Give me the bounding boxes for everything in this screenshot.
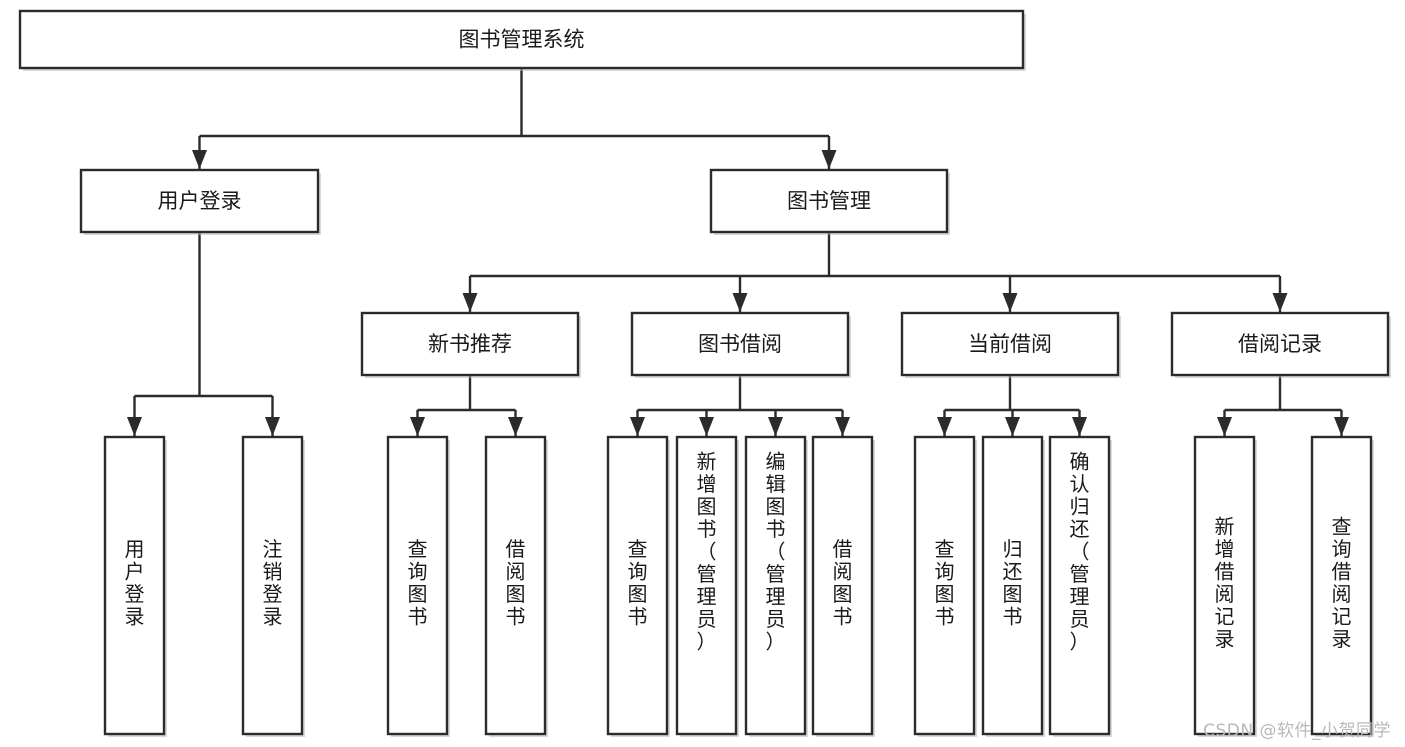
arrow-head-icon	[937, 417, 952, 436]
node-label: 图书借阅	[698, 332, 782, 356]
connectors-layer	[127, 68, 1349, 436]
node-label: 图书管理系统	[459, 28, 585, 52]
node-book-manage[interactable]: 图书管理	[709, 168, 950, 235]
node-new-book-rec[interactable]: 新书推荐	[360, 311, 581, 378]
node-label: 用户登录	[158, 189, 242, 213]
node-label: 查询图书	[408, 537, 428, 629]
node-label: 新书推荐	[428, 332, 512, 356]
watermark-text: CSDN @软件_小贺同学	[1203, 721, 1391, 741]
node-label: 查询图书	[935, 537, 955, 629]
arrow-head-icon	[127, 417, 142, 436]
arrow-head-icon	[732, 293, 748, 312]
node-leaf-query-record[interactable]: 查询借阅记录	[1310, 435, 1374, 737]
nodes-layer: 图书管理系统用户登录图书管理新书推荐图书借阅当前借阅借阅记录用户登录注销登录查询…	[18, 9, 1391, 737]
arrow-head-icon	[835, 417, 850, 436]
arrow-head-icon	[1272, 293, 1288, 312]
node-user-login[interactable]: 用户登录	[79, 168, 321, 235]
node-label: 确认归还（管理员）	[1070, 449, 1090, 653]
node-label: 新增借阅记录	[1215, 514, 1235, 651]
node-current-borrow[interactable]: 当前借阅	[900, 311, 1121, 378]
node-leaf-query-book-1[interactable]: 查询图书	[386, 435, 450, 737]
arrow-head-icon	[265, 417, 280, 436]
node-leaf-query-book-3[interactable]: 查询图书	[913, 435, 977, 737]
node-leaf-query-book-2[interactable]: 查询图书	[606, 435, 670, 737]
arrow-head-icon	[1005, 417, 1020, 436]
node-leaf-add-record[interactable]: 新增借阅记录	[1193, 435, 1257, 737]
node-leaf-borrow-book-1[interactable]: 借阅图书	[484, 435, 548, 737]
arrow-head-icon	[699, 417, 714, 436]
arrow-head-icon	[768, 417, 783, 436]
node-label: 借阅图书	[833, 537, 853, 629]
node-leaf-borrow-book-2[interactable]: 借阅图书	[811, 435, 875, 737]
node-leaf-user-login[interactable]: 用户登录	[103, 435, 167, 737]
arrow-head-icon	[1072, 417, 1087, 436]
arrow-head-icon	[821, 150, 837, 169]
node-leaf-user-logout[interactable]: 注销登录	[241, 435, 305, 737]
node-label: 归还图书	[1003, 537, 1023, 629]
arrow-head-icon	[1002, 293, 1018, 312]
node-label: 当前借阅	[968, 332, 1052, 356]
node-label: 借阅图书	[506, 537, 526, 629]
arrow-head-icon	[1217, 417, 1232, 436]
node-label: 用户登录	[125, 537, 145, 629]
node-label: 图书管理	[787, 189, 871, 213]
node-label: 借阅记录	[1238, 332, 1322, 356]
node-leaf-return-book[interactable]: 归还图书	[981, 435, 1045, 737]
arrow-head-icon	[462, 293, 478, 312]
arrow-head-icon	[508, 417, 523, 436]
arrow-head-icon	[630, 417, 645, 436]
arrow-head-icon	[410, 417, 425, 436]
node-label: 新增图书（管理员）	[697, 449, 717, 653]
node-borrow-record[interactable]: 借阅记录	[1170, 311, 1391, 378]
node-label: 查询图书	[628, 537, 648, 629]
node-label: 注销登录	[263, 537, 283, 629]
node-leaf-add-book[interactable]: 新增图书（管理员）	[675, 435, 739, 737]
node-leaf-edit-book[interactable]: 编辑图书（管理员）	[744, 435, 808, 737]
arrow-head-icon	[1334, 417, 1349, 436]
node-root[interactable]: 图书管理系统	[18, 9, 1026, 71]
node-label: 查询借阅记录	[1332, 514, 1352, 651]
node-label: 编辑图书（管理员）	[766, 449, 786, 653]
node-leaf-confirm-return[interactable]: 确认归还（管理员）	[1048, 435, 1112, 737]
node-book-borrow[interactable]: 图书借阅	[630, 311, 851, 378]
arrow-head-icon	[192, 150, 207, 169]
